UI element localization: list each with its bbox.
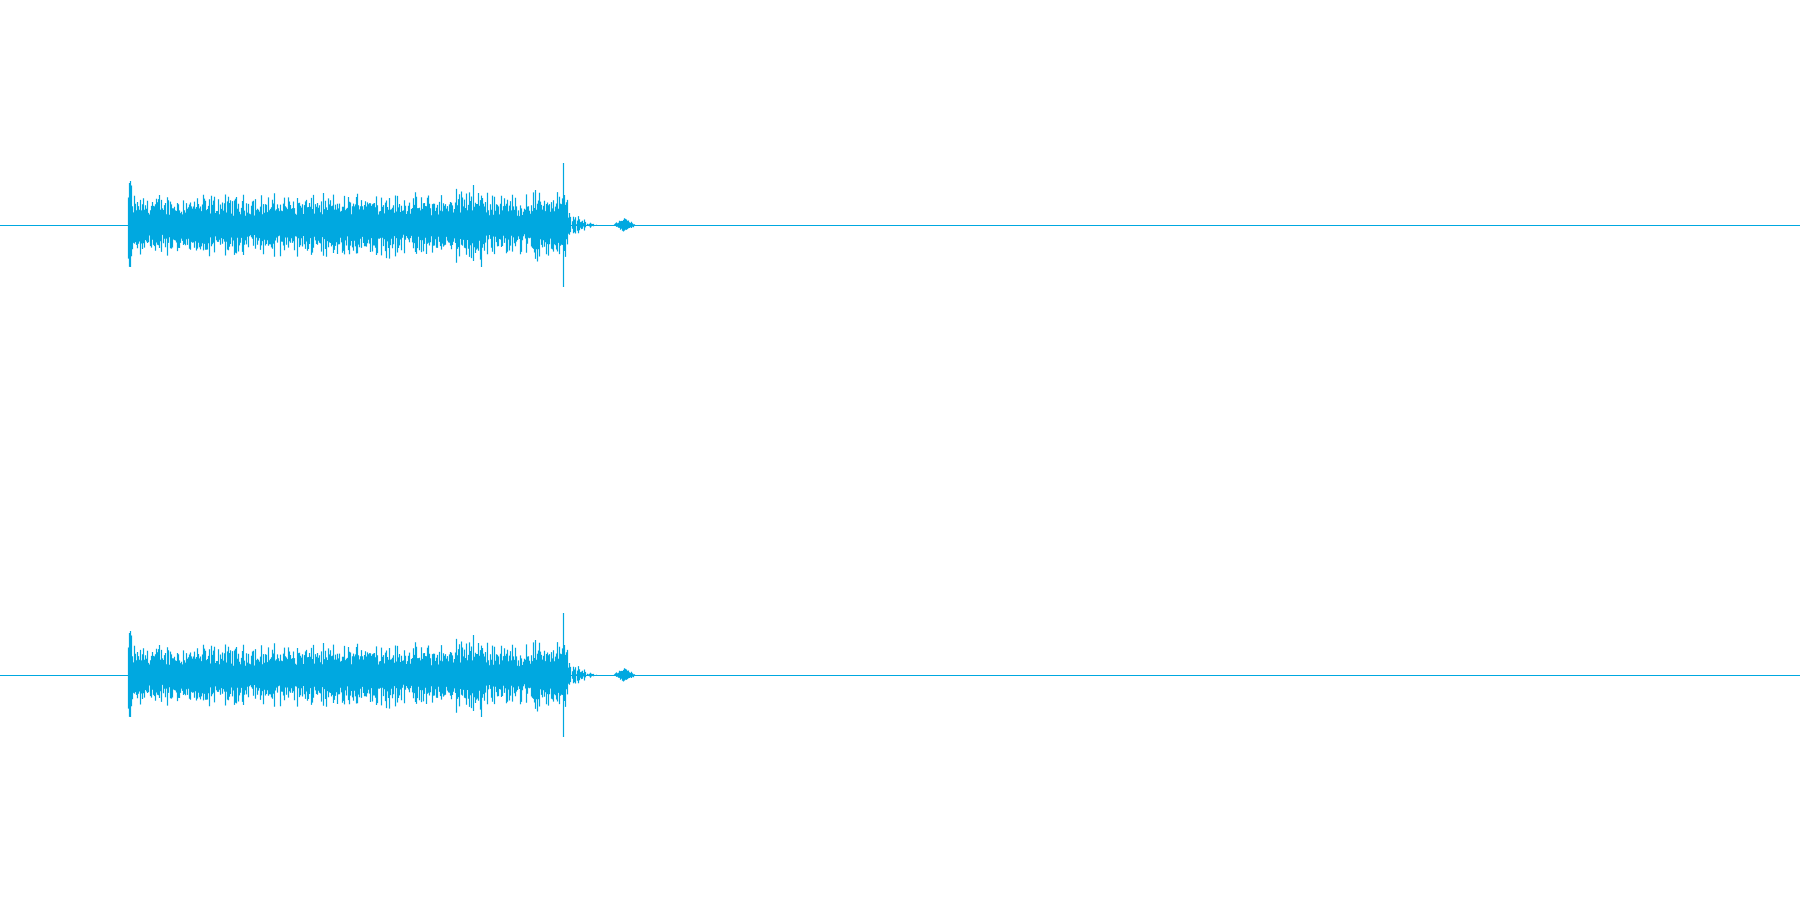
channel-left	[0, 163, 1800, 287]
waveform-samples	[127, 613, 636, 737]
channel-right	[0, 613, 1800, 737]
waveform-samples	[127, 163, 636, 287]
